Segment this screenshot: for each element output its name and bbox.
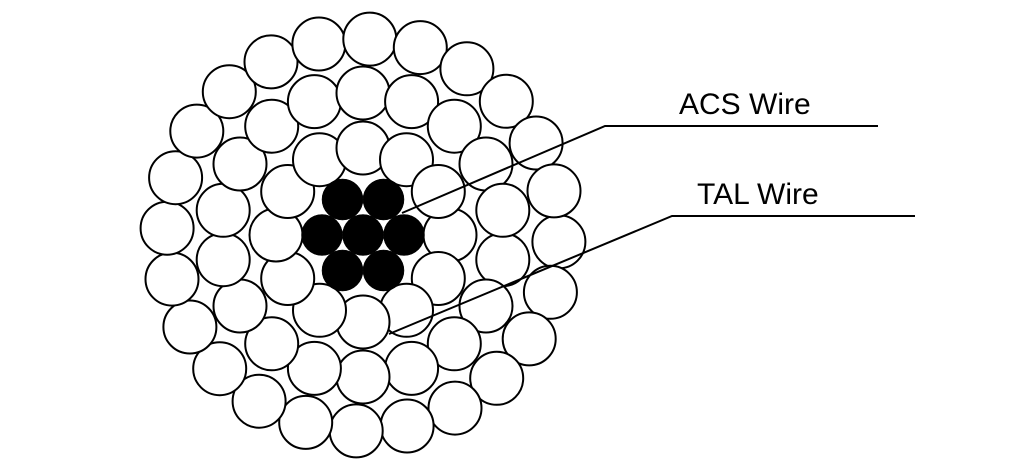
- tal-wire-strand: [475, 182, 531, 238]
- acs-leader-line: [401, 125, 878, 214]
- tal-wire-strand: [439, 41, 495, 97]
- tal-wire-strand: [192, 341, 248, 397]
- tal-wire-strand: [243, 34, 299, 90]
- acs-wire-strand: [362, 249, 405, 292]
- tal-wire-strand: [212, 136, 268, 192]
- tal-wire-strand: [426, 98, 482, 154]
- tal-wire-strand: [335, 349, 391, 405]
- tal-wire-strand: [427, 380, 483, 436]
- acs-wire-strand: [321, 249, 364, 292]
- tal-wire-strand: [244, 98, 300, 154]
- acs-wire-strand: [321, 178, 364, 221]
- tal-wire-strand: [410, 164, 466, 219]
- tal-wire-strand: [286, 340, 342, 396]
- tal-wire-strand: [384, 340, 440, 396]
- tal-wire-strand: [379, 398, 435, 454]
- tal-wire-strand: [212, 278, 268, 334]
- tal-wire-strand: [244, 316, 300, 372]
- tal-wire-strand: [278, 394, 334, 450]
- acs-wire-strand: [342, 214, 384, 256]
- tal-wire-strand: [195, 182, 251, 238]
- tal-wire-strand: [169, 103, 225, 159]
- strands-group: [139, 11, 587, 459]
- tal-wire-strand: [148, 150, 204, 206]
- tal-wire-strand: [291, 16, 347, 72]
- tal-wire-strand: [286, 74, 342, 130]
- tal-leader-line: [388, 215, 915, 335]
- tal-wire-strand: [458, 136, 514, 192]
- tal-wire-strand: [335, 65, 391, 121]
- tal-wire-strand: [201, 64, 257, 120]
- tal-wire-strand: [144, 251, 200, 307]
- tal-wire-strand: [231, 373, 287, 429]
- tal-wire-strand: [501, 311, 557, 367]
- tal-wire-strand: [392, 20, 448, 76]
- tal-wire-strand: [342, 11, 398, 67]
- tal-wire-strand: [426, 316, 482, 372]
- acs-wire-strand: [383, 214, 425, 256]
- tal-wire-strand: [328, 403, 384, 459]
- tal-wire-label: TAL Wire: [697, 178, 819, 211]
- tal-wire-strand: [195, 232, 251, 288]
- tal-wire-strand: [531, 214, 587, 270]
- tal-wire-strand: [526, 163, 582, 219]
- tal-wire-strand: [469, 350, 525, 406]
- tal-wire-strand: [458, 278, 514, 334]
- acs-wire-strand: [362, 178, 405, 221]
- tal-wire-strand: [162, 299, 218, 355]
- tal-wire-strand: [478, 73, 534, 129]
- tal-wire-strand: [384, 74, 440, 130]
- tal-wire-strand: [508, 115, 564, 171]
- acs-wire-strand: [301, 214, 343, 256]
- tal-wire-strand: [139, 200, 195, 256]
- acs-wire-label: ACS Wire: [679, 88, 811, 121]
